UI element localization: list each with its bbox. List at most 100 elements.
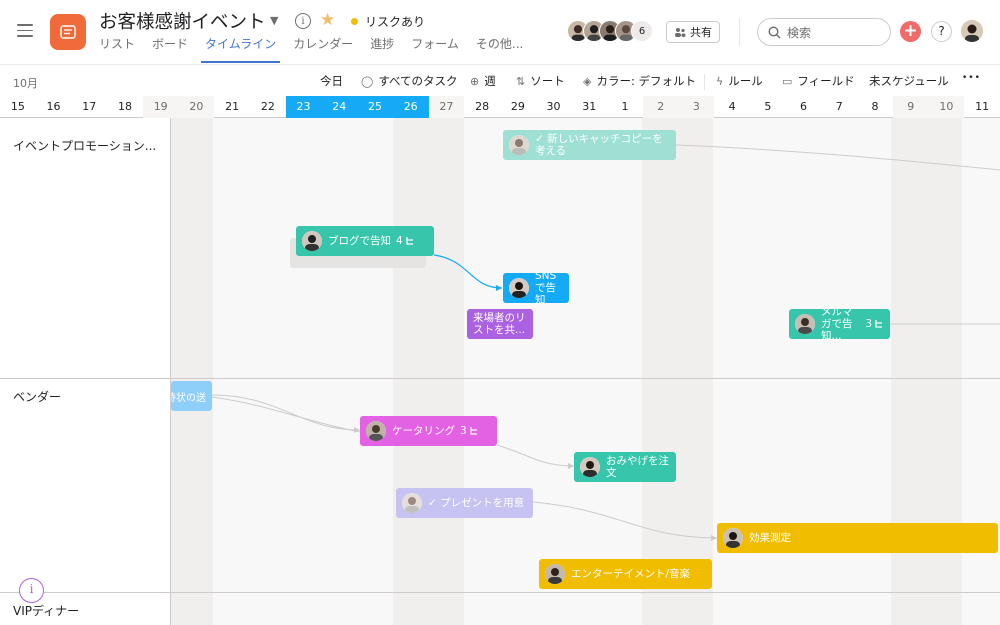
lightning-icon: ϟ [716,74,724,88]
date-cell: 4 [728,100,736,113]
search-placeholder: 検索 [787,25,812,40]
star-icon[interactable]: ★ [320,10,336,30]
assignee-avatar [580,457,600,477]
fields-button[interactable]: ▭フィールド [782,73,855,89]
month-label: 10月 [13,77,38,90]
date-cell: 19 [142,96,179,118]
project-status[interactable]: リスクあり [351,13,425,30]
status-label: リスクあり [365,15,426,29]
section-promo[interactable]: イベントプロモーション... [13,139,157,153]
task-bar[interactable]: メルマガで告知... 3 [789,309,890,339]
share-label: 共有 [690,26,712,39]
date-cell: 27 [428,96,465,118]
subtask-count-label: 3 [460,425,467,437]
date-cell: 24 [321,96,358,118]
task-bar[interactable]: 来場者のリストを共... [467,309,533,339]
section-dinner[interactable]: VIPディナー [13,604,80,618]
date-cell: 30 [546,100,561,113]
top-bar: お客様感謝イベント ▼ i ★ リスクあり リスト ボード タイムライン カレン… [0,0,1000,64]
today-label: 今日 [320,74,343,88]
unscheduled-button[interactable]: 未スケジュール [869,73,949,89]
assignee-avatar [402,493,422,513]
assignee-avatar [509,135,529,155]
tab-progress[interactable]: 進捗 [370,37,395,51]
week-zoom-button[interactable]: ⊕週 [470,73,496,89]
color-button[interactable]: ◈カラー: デフォルト [583,73,696,89]
task-label: SNSで告知 [535,273,557,303]
task-label: 効果測定 [749,532,791,544]
task-bar[interactable]: ✓ プレゼントを用意 [396,488,533,518]
info-icon[interactable]: i [19,578,44,603]
help-button[interactable]: ? [931,21,952,42]
today-button[interactable]: 今日 [320,73,343,89]
task-bar[interactable]: ✓ 新しいキャッチコピーを考える [503,130,676,160]
tab-more[interactable]: その他... [475,37,524,51]
quick-add-button[interactable]: + [900,21,921,42]
share-button[interactable]: 共有 [666,21,720,43]
project-icon [50,14,86,50]
info-icon[interactable]: i [295,13,311,29]
assignee-avatar [545,564,565,584]
sort-icon: ⇅ [516,74,526,88]
task-bar[interactable]: 効果測定 [717,523,998,553]
assignee-avatar [302,231,322,251]
search-input[interactable]: 検索 [757,18,891,46]
subtask-count-label: 4 [396,235,403,247]
date-cell: 6 [800,100,808,113]
section-vendor[interactable]: ベンダー [13,390,62,404]
task-label: ✓ 新しいキャッチコピーを考える [535,133,663,157]
tab-calendar[interactable]: カレンダー [293,37,354,51]
task-label: エンターテイメント/音楽 [571,568,691,580]
subtask-count: 4 [396,235,415,247]
fields-label: フィールド [797,74,855,88]
tab-timeline[interactable]: タイムライン [201,36,281,64]
date-cell: 31 [582,100,597,113]
subtask-count-label: 3 [865,318,872,330]
project-members[interactable]: 6 [567,20,653,42]
user-avatar[interactable] [961,20,983,42]
subtask-count: 3 [865,318,884,330]
date-cell: 26 [392,96,429,118]
status-dot-icon [351,18,358,25]
task-bar[interactable]: おみやげを注文 [574,452,676,482]
date-cell: 29 [510,100,525,113]
task-label: 来場者のリストを共... [473,312,526,336]
check-circle-icon: ◯ [361,74,374,88]
all-tasks-filter[interactable]: ◯すべてのタスク [361,73,458,89]
hamburger-menu-icon[interactable] [17,24,33,37]
chevron-down-icon[interactable]: ▼ [270,14,279,27]
date-cell: 1 [621,100,629,113]
task-bar[interactable]: ブログで告知 4 [296,226,434,256]
date-cell: 28 [475,100,490,113]
zoom-icon: ⊕ [470,74,480,88]
date-cell: 25 [357,96,393,118]
tab-forms[interactable]: フォーム [411,37,459,51]
view-tabs: リスト ボード タイムライン カレンダー 進捗 フォーム その他... [99,36,540,64]
date-cell: 9 [892,96,929,118]
project-title[interactable]: お客様感謝イベント [99,12,266,33]
task-bar[interactable]: SNSで告知 [503,273,569,303]
assignee-avatar [366,421,386,441]
tab-list[interactable]: リスト [99,37,136,51]
sort-button[interactable]: ⇅ ソート [516,73,565,89]
sort-label: ソート [530,74,565,88]
task-label: ブログで告知 [328,235,391,247]
subtask-icon [470,427,477,435]
date-cell: 3 [678,96,715,118]
assignee-avatar [509,278,529,298]
task-bar[interactable]: 招待状の送 [171,381,212,411]
search-icon [768,25,781,38]
more-options-icon[interactable]: ••• [962,73,981,83]
task-label: おみやげを注文 [606,455,669,479]
task-bar[interactable]: エンターテイメント/音楽 [539,559,712,589]
section-divider [0,378,1000,379]
week-label: 週 [484,74,496,88]
tab-board[interactable]: ボード [152,37,189,51]
task-bar[interactable]: ケータリング 3 [360,416,497,446]
color-label: カラー: デフォルト [596,74,696,88]
task-label: ケータリング [392,425,455,437]
date-cell: 8 [871,100,879,113]
task-label: ✓ プレゼントを用意 [428,497,525,509]
